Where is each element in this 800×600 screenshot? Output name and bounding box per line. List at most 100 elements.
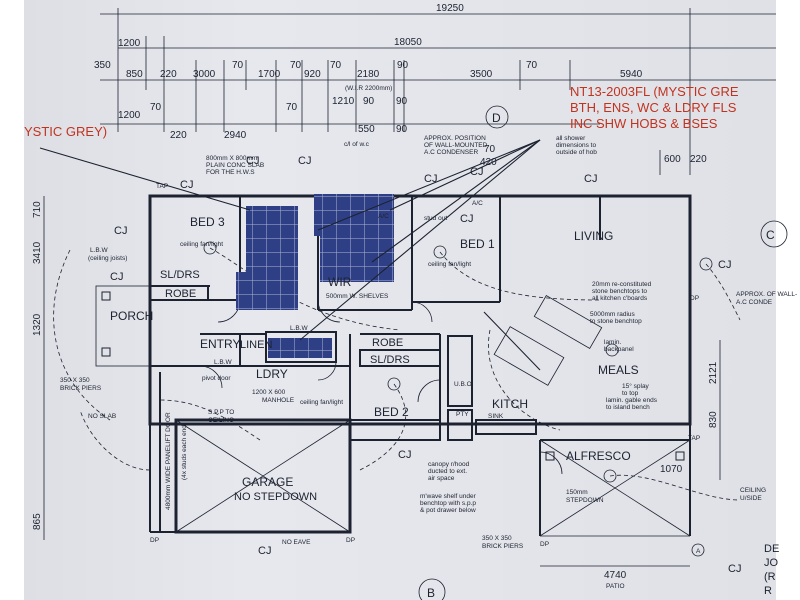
dim-220-r: 220 bbox=[690, 154, 707, 165]
dim-3500: 3500 bbox=[470, 69, 493, 80]
dim-1210: 1210 bbox=[332, 96, 355, 107]
note-mwave-3: & pot drawer below bbox=[420, 507, 476, 514]
note-splay-4: to island bench bbox=[606, 404, 650, 411]
label-cj-8: CJ bbox=[110, 271, 123, 283]
note-150mm: 150mm bbox=[566, 489, 588, 496]
label-dp-2: DP bbox=[346, 537, 355, 544]
label-cj-4: CJ bbox=[424, 173, 437, 185]
label-tap-2: TAP bbox=[688, 435, 700, 442]
red-note-line-3: INC SHW HOBS & BSES bbox=[570, 116, 718, 131]
note-studs: (4x studs each end) bbox=[181, 423, 188, 480]
svg-text:C: C bbox=[766, 228, 775, 242]
note-stepdown: STEPDOWN bbox=[566, 497, 604, 504]
label-alfresco: ALFRESCO bbox=[566, 449, 631, 463]
label-cj-9: CJ bbox=[114, 225, 127, 237]
label-linen: LINEN bbox=[240, 339, 272, 351]
ceiling-lights bbox=[203, 241, 713, 483]
label-bed-1: BED 1 bbox=[460, 237, 495, 251]
dim-left-3410: 3410 bbox=[32, 241, 43, 264]
note-stud-out: stud out bbox=[424, 215, 447, 222]
dim-patio: 4740 bbox=[604, 570, 627, 581]
label-cj-11: CJ bbox=[398, 449, 411, 461]
dim-920: 920 bbox=[304, 69, 321, 80]
red-note-left: YSTIC GREY) bbox=[24, 124, 107, 139]
note-lbw-3: L.B.W bbox=[214, 359, 233, 366]
leader-arrows bbox=[39, 139, 541, 371]
dim-left-1320: 1320 bbox=[32, 313, 43, 336]
note-canopy-2: ducted to ext. bbox=[428, 468, 467, 475]
label-cj-1: CJ bbox=[180, 179, 193, 191]
label-cj-10: CJ bbox=[718, 259, 731, 271]
door-swings bbox=[199, 299, 563, 475]
note-splay-3: lamin. gable ends bbox=[606, 397, 658, 404]
edge-text-4: R bbox=[764, 585, 772, 597]
dim-right-2121: 2121 bbox=[708, 361, 719, 384]
dim-70b: 70 bbox=[290, 60, 302, 71]
edge-text-3: (R bbox=[764, 571, 776, 583]
cw-note: c/l of w.c bbox=[344, 141, 370, 148]
note-fan-1: ceiling fan/light bbox=[300, 399, 343, 406]
dim-550: 550 bbox=[358, 124, 375, 135]
svg-text:A: A bbox=[696, 548, 701, 555]
label-cj-6: CJ bbox=[584, 173, 597, 185]
label-wir: WIR bbox=[328, 275, 352, 289]
label-ac-2: A/C bbox=[472, 200, 483, 207]
dim-2940: 2940 bbox=[224, 130, 247, 141]
note-manhole: MANHOLE bbox=[262, 397, 295, 404]
note-ceiling-right: CEILING bbox=[740, 487, 766, 494]
dim-1200-top: 1200 bbox=[118, 38, 141, 49]
note-manhole-dim: 1200 X 600 bbox=[252, 389, 286, 396]
label-garage: GARAGE bbox=[242, 475, 293, 489]
note-backpanel-2: backpanel bbox=[604, 346, 634, 353]
note-mwave-1: m'wave shelf under bbox=[420, 493, 477, 500]
note-brick-piers-bottom-2: BRICK PIERS bbox=[482, 543, 524, 550]
note-shower-2: dimensions to bbox=[556, 142, 596, 149]
label-pty: PTY bbox=[456, 411, 469, 418]
label-meals: MEALS bbox=[598, 363, 639, 377]
note-spp: S.P.P TO bbox=[208, 409, 234, 416]
note-splay-1: 15° splay bbox=[622, 382, 650, 390]
note-condenser-1: APPROX. POSITION bbox=[424, 135, 486, 142]
label-sl-drs-bed3: SL/DRS bbox=[160, 269, 200, 281]
dim-220-b: 220 bbox=[170, 130, 187, 141]
note-shelves: 500mm W. SHELVES bbox=[326, 293, 389, 300]
label-cj-5: CJ bbox=[470, 166, 483, 178]
note-ac-cond: A.C CONDE bbox=[736, 299, 773, 306]
note-splay-2: to top bbox=[622, 390, 639, 397]
porch-area bbox=[53, 249, 151, 471]
note-fan-2: ceiling fan/light bbox=[180, 241, 223, 248]
dim-left-865: 865 bbox=[32, 513, 43, 530]
note-canopy-1: canopy r/hood bbox=[428, 461, 470, 468]
alfresco-area bbox=[539, 424, 691, 567]
note-brick-piers-bottom: 350 X 350 bbox=[482, 535, 512, 542]
dim-90-b1: 90 bbox=[363, 96, 375, 107]
dim-90: 90 bbox=[397, 60, 409, 71]
laundry-tiles bbox=[268, 338, 332, 358]
red-note-line-2: BTH, ENS, WC & LDRY FLS bbox=[570, 100, 737, 115]
label-living: LIVING bbox=[574, 229, 613, 243]
dim-70c: 70 bbox=[330, 60, 342, 71]
dim-220: 220 bbox=[160, 69, 177, 80]
note-usides: U/SIDE bbox=[740, 495, 762, 502]
dim-90-b3: 90 bbox=[396, 124, 408, 135]
note-ceiling-joists: (ceiling joists) bbox=[88, 255, 127, 262]
note-no-slab: NO SLAB bbox=[88, 413, 116, 420]
label-no-stepdown: NO STEPDOWN bbox=[234, 491, 317, 503]
grid-marker-b: B bbox=[418, 578, 446, 600]
dim-350: 350 bbox=[94, 60, 111, 71]
note-canopy-3: air space bbox=[428, 475, 455, 482]
dim-70-b1: 70 bbox=[150, 102, 162, 113]
note-slab-2: PLAIN CONC SLAB bbox=[206, 162, 264, 169]
label-kitch: KITCH bbox=[492, 397, 528, 411]
note-spp-ceiling: CEILING bbox=[208, 417, 234, 424]
dim-1700: 1700 bbox=[258, 69, 281, 80]
note-brick-piers-left-2: BRICK PIERS bbox=[60, 385, 102, 392]
dim-second: 18050 bbox=[394, 37, 422, 48]
note-brick-piers-left: 350 X 350 bbox=[60, 377, 90, 384]
note-lbw-1: L.B.W bbox=[90, 247, 109, 254]
note-radius-1: 5000mm radius bbox=[590, 311, 636, 318]
label-cj-7: CJ bbox=[460, 213, 473, 225]
dim-right-830: 830 bbox=[708, 411, 719, 428]
